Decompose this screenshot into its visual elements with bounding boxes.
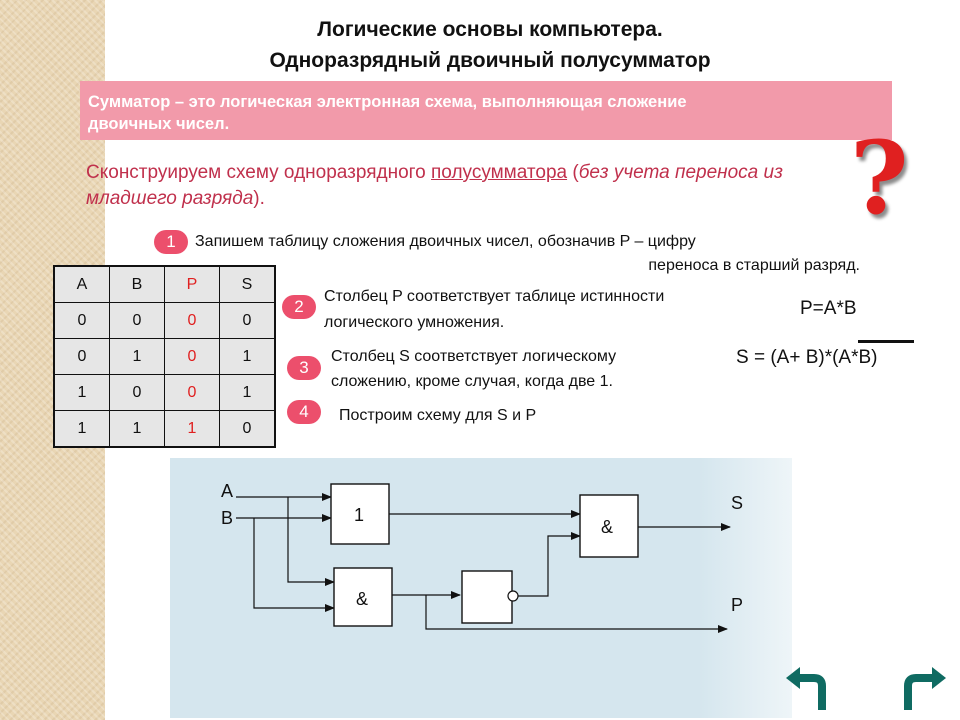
cell-a: 0	[53, 302, 110, 339]
and-gate-2	[579, 494, 639, 558]
page-title: Логические основы компьютера. Одноразряд…	[140, 14, 840, 76]
lead-paragraph: Сконструируем схему одноразрядного полус…	[86, 160, 846, 212]
cell-b: 1	[109, 410, 165, 448]
definition-line-2: двоичных чисел.	[88, 115, 230, 133]
cell-p: 1	[164, 410, 220, 448]
lead-italic-note: без учета переноса из младшего разряда	[86, 162, 783, 209]
step-4-badge: 4	[287, 400, 321, 424]
step-1-line-2: переноса в старший разряд.	[648, 257, 860, 274]
inverter-bubble	[507, 590, 519, 602]
input-a-label: A	[221, 481, 233, 501]
step-2-badge: 2	[282, 295, 316, 319]
input-b-label: B	[221, 508, 233, 528]
step-3-badge: 3	[287, 356, 321, 380]
truth-table-header-row: A B P S	[53, 265, 276, 303]
cell-p: 0	[164, 338, 220, 375]
formula-s: S = (A+ B)*(A*B)	[736, 347, 878, 368]
cell-b: 1	[109, 338, 165, 375]
cell-a: 1	[53, 374, 110, 411]
output-s-label: S	[731, 493, 743, 513]
definition-box: Сумматор – это логическая электронная сх…	[80, 81, 892, 140]
cell-s: 0	[219, 302, 276, 339]
table-row: 1 0 0 1	[53, 374, 276, 411]
title-line-1: Логические основы компьютера.	[317, 18, 663, 41]
header-s: S	[219, 265, 276, 303]
formula-s-negation-bar	[858, 340, 914, 343]
lead-paren-open: (	[567, 162, 579, 183]
table-row: 0 1 0 1	[53, 338, 276, 375]
step-4-line-1: Построим схему для S и P	[339, 407, 537, 424]
step-2-line-1: Столбец P соответствует таблице истиннос…	[324, 288, 665, 305]
half-adder-circuit-diagram: A B 1 & & S P	[170, 458, 792, 718]
cell-s: 1	[219, 338, 276, 375]
cell-p: 0	[164, 374, 220, 411]
header-b: B	[109, 265, 165, 303]
definition-line-1: Сумматор – это логическая электронная сх…	[88, 93, 687, 111]
circuit-wires	[236, 493, 731, 633]
table-row: 1 1 1 0	[53, 410, 276, 448]
lead-paren-close: ).	[253, 188, 265, 209]
output-p-label: P	[731, 595, 743, 615]
lead-text: Сконструируем схему одноразрядного	[86, 162, 432, 183]
cell-s: 1	[219, 374, 276, 411]
step-3-line-2: сложению, кроме случая, когда две 1.	[331, 373, 613, 390]
lead-link-term[interactable]: полусумматора	[431, 162, 568, 183]
header-p: P	[164, 265, 220, 303]
forward-arrow-icon[interactable]	[898, 664, 948, 714]
not-gate	[461, 570, 513, 624]
truth-table: A B P S 0 0 0 0 0 1 0 1 1 0 0 1 1 1 1 0	[53, 265, 276, 448]
and-gate-1-label: &	[356, 589, 368, 609]
question-mark-icon: ?	[850, 119, 909, 237]
formula-p: P=A*B	[800, 298, 857, 319]
cell-b: 0	[109, 374, 165, 411]
cell-a: 0	[53, 338, 110, 375]
title-line-2: Одноразрядный двоичный полусумматор	[269, 49, 711, 72]
step-1-line-1: Запишем таблицу сложения двоичных чисел,…	[195, 233, 696, 250]
return-arrow-icon[interactable]	[784, 664, 834, 714]
or-gate	[330, 483, 390, 545]
step-3-line-1: Столбец S соответствует логическому	[331, 348, 617, 365]
cell-b: 0	[109, 302, 165, 339]
and-gate-1	[333, 567, 393, 627]
or-gate-label: 1	[354, 505, 364, 525]
cell-p: 0	[164, 302, 220, 339]
cell-s: 0	[219, 410, 276, 448]
step-1-badge: 1	[154, 230, 188, 254]
table-row: 0 0 0 0	[53, 302, 276, 339]
cell-a: 1	[53, 410, 110, 448]
and-gate-2-label: &	[601, 517, 613, 537]
header-a: A	[53, 265, 110, 303]
step-2-line-2: логического умножения.	[324, 314, 505, 331]
